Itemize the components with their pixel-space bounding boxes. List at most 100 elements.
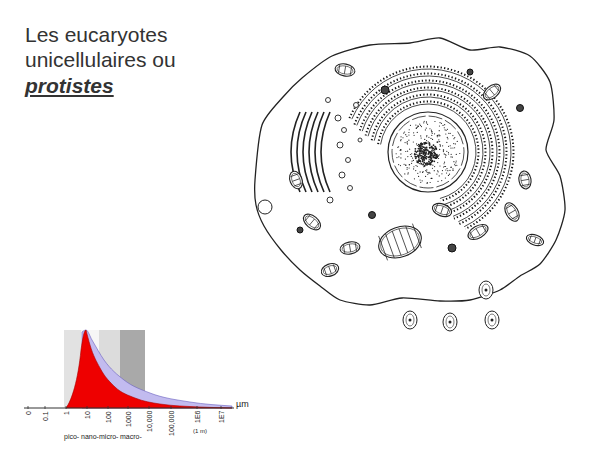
chromatin-dot	[424, 155, 426, 157]
chromatin-dot	[423, 157, 424, 158]
mitochondrion-inner	[433, 204, 451, 217]
mitochondrion	[287, 169, 304, 190]
chromatin-dot	[400, 139, 401, 140]
chromatin-dot	[425, 153, 427, 155]
chromatin-dot	[452, 135, 453, 136]
crista	[506, 205, 513, 209]
mitochondrion	[339, 240, 361, 255]
chromatin-dot	[422, 172, 423, 173]
chromatin-dot	[400, 150, 401, 151]
chromatin-dot	[439, 154, 440, 155]
chromatin-dot	[415, 170, 416, 171]
chromatin-dot	[448, 175, 449, 176]
lysosome	[369, 212, 376, 219]
axis-unit: µm	[236, 400, 249, 409]
chromatin-dot	[440, 145, 441, 146]
chromatin-dot	[450, 147, 451, 148]
axis-tick	[149, 406, 150, 409]
cell-membrane	[255, 38, 565, 305]
chromatin-dot	[446, 168, 447, 169]
chromatin-dot	[408, 134, 409, 135]
chromatin-dot	[431, 131, 432, 132]
mitochondrion	[319, 261, 340, 278]
chromatin-dot	[428, 156, 430, 158]
chromatin-dot	[423, 153, 425, 155]
chromatin-dot	[453, 161, 454, 162]
chromatin-dot	[444, 129, 445, 130]
chromatin-dot	[417, 155, 419, 157]
chromatin-dot	[418, 157, 419, 158]
chromatin-dot	[419, 160, 421, 162]
mitochondrion-inner	[483, 84, 500, 100]
chromatin-dot	[429, 147, 431, 149]
mitochondrion	[465, 221, 490, 242]
crista	[529, 235, 531, 241]
chromatin-dot	[427, 124, 428, 125]
chromatin-dot	[445, 155, 446, 156]
chromatin-dot	[432, 156, 434, 158]
chromatin-dot	[428, 137, 429, 138]
chromatin-dot	[447, 138, 448, 139]
lysosome	[467, 69, 473, 75]
chromatin-dot	[437, 135, 438, 136]
chromatin-dot	[450, 156, 451, 157]
mitochondrion-inner	[341, 243, 358, 254]
chromatin-dot	[446, 130, 447, 131]
mitochondrion-outer	[287, 169, 304, 190]
chromatin-dot	[427, 174, 428, 175]
chromatin-dot	[421, 138, 422, 139]
mitochondrion-inner	[377, 223, 423, 261]
size-class-label: macro-	[120, 433, 142, 440]
slide-title-keyword: protistes	[25, 74, 114, 98]
chromatin-dot	[412, 157, 413, 158]
chromatin-dot	[422, 151, 423, 152]
chromatin-dot	[433, 144, 435, 146]
chromatin-dot	[414, 154, 416, 156]
chromatin-dot	[430, 154, 432, 156]
chromatin-dot	[443, 151, 444, 152]
chromatin-dot	[424, 143, 426, 145]
chromatin-dot	[407, 169, 408, 170]
chromatin-dot	[459, 153, 460, 154]
axis-tick-label: 10	[84, 411, 91, 419]
chromatin-dot	[440, 145, 441, 146]
mitochondrion-inner	[520, 172, 530, 187]
axis-tick-label: 1000	[125, 411, 132, 427]
chromatin-dot	[418, 126, 419, 127]
mitochondrion-inner	[303, 214, 320, 230]
chromatin-dot	[418, 155, 420, 157]
chromatin-dot	[424, 155, 426, 157]
chromatin-dot	[423, 159, 425, 161]
chromatin-dot	[439, 149, 440, 150]
chromatin-dot	[413, 168, 414, 169]
chromatin-dot	[421, 147, 423, 149]
chromatin-dot	[418, 158, 419, 159]
rough-er	[357, 76, 504, 222]
mitochondrion	[374, 220, 426, 263]
chromatin-dot	[446, 151, 447, 152]
axis-tick-label: 0.1	[42, 411, 49, 421]
crista	[305, 215, 310, 221]
chromatin-dot	[405, 158, 406, 159]
chromatin-dot	[417, 166, 418, 167]
chromatin-dot	[420, 143, 422, 145]
distribution-area	[66, 330, 232, 408]
chromatin-dot	[439, 135, 440, 136]
chromatin-dot	[424, 121, 425, 122]
golgi-cisterna	[315, 112, 324, 192]
chromatin-dot	[400, 136, 401, 137]
chromatin-dot	[411, 161, 412, 162]
chromatin-dot	[400, 157, 401, 158]
mitochondrion-outer	[300, 211, 323, 233]
crista	[355, 243, 356, 251]
crista	[476, 229, 480, 236]
chromatin-dot	[438, 139, 439, 140]
mitochondrion-inner	[527, 235, 542, 245]
axis-tick-label: 100,000	[168, 411, 175, 436]
chromatin-dot	[439, 144, 440, 145]
crista	[446, 208, 449, 216]
chromatin-dot	[407, 173, 408, 174]
lysosome	[297, 227, 303, 233]
chromatin-dot	[415, 165, 416, 166]
